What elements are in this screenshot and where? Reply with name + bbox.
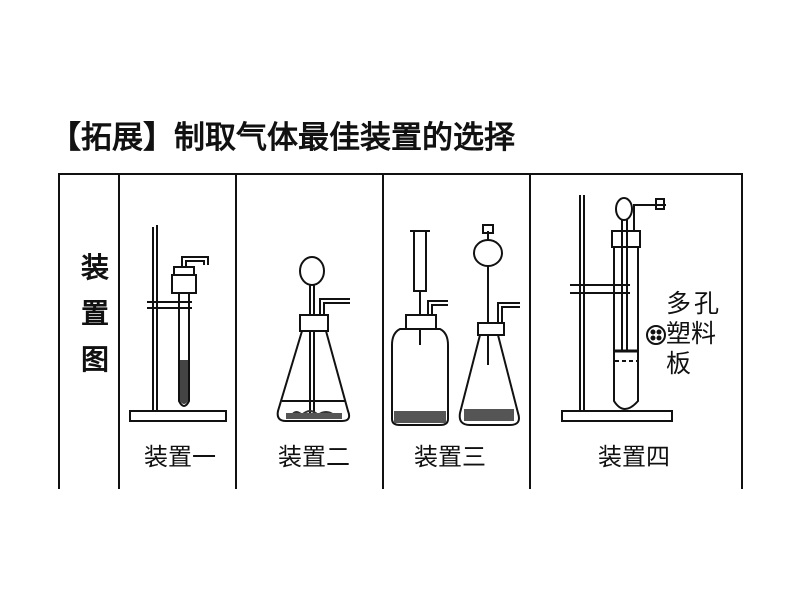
column-divider	[382, 175, 384, 489]
apparatus-label: 装置三	[414, 443, 486, 471]
apparatus-label: 装置二	[278, 443, 350, 471]
row-header-char: 图	[80, 343, 109, 376]
annotation-line: 塑料	[666, 319, 717, 348]
apparatus-drawings	[129, 195, 673, 426]
column-divider	[235, 175, 237, 489]
row-header-char: 装	[80, 251, 109, 284]
annotation-line: 板	[666, 349, 692, 378]
apparatus-4-drawing	[561, 195, 673, 422]
row-header: 装 置 图	[80, 245, 110, 383]
perforated-plate-label: 多孔 塑料 板	[666, 289, 722, 379]
column-divider	[118, 175, 120, 489]
apparatus-2-drawing	[276, 256, 351, 422]
apparatus-3-drawing	[391, 224, 520, 426]
apparatus-label: 装置一	[144, 443, 216, 471]
apparatus-label: 装置四	[598, 443, 670, 471]
page-title: 【拓展】制取气体最佳装置的选择	[50, 120, 515, 156]
apparatus-1-drawing	[129, 225, 227, 422]
row-header-char: 置	[80, 297, 109, 330]
apparatus-table: 装 置 图	[58, 173, 743, 489]
annotation-line: 多孔	[666, 289, 723, 318]
column-divider	[529, 175, 531, 489]
